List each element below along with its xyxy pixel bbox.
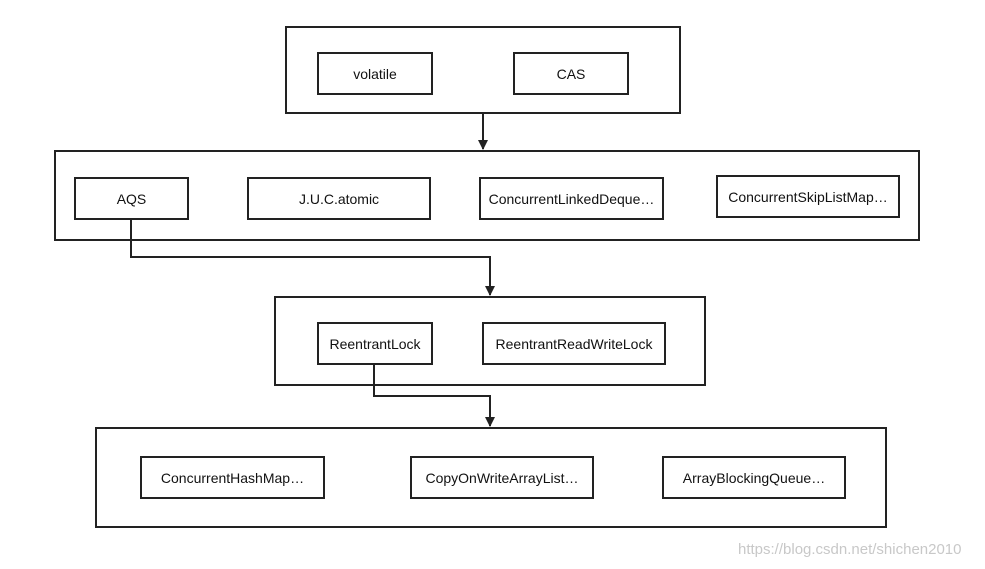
node-copy-on-write-array-list: CopyOnWriteArrayList… bbox=[410, 456, 594, 499]
node-concurrent-hash-map: ConcurrentHashMap… bbox=[140, 456, 325, 499]
node-reentrant-lock: ReentrantLock bbox=[317, 322, 433, 365]
node-aqs: AQS bbox=[74, 177, 189, 220]
node-concurrent-skip-list-map: ConcurrentSkipListMap… bbox=[716, 175, 900, 218]
edge-aqs-to-locks bbox=[130, 220, 495, 296]
node-concurrent-linked-deque: ConcurrentLinkedDeque… bbox=[479, 177, 664, 220]
node-juc-atomic: J.U.C.atomic bbox=[247, 177, 431, 220]
node-cas: CAS bbox=[513, 52, 629, 95]
node-volatile: volatile bbox=[317, 52, 433, 95]
node-array-blocking-queue: ArrayBlockingQueue… bbox=[662, 456, 846, 499]
edge-reentrant-lock-to-collections bbox=[373, 365, 495, 427]
node-reentrant-read-write-lock: ReentrantReadWriteLock bbox=[482, 322, 666, 365]
watermark-text: https://blog.csdn.net/shichen2010 bbox=[738, 541, 962, 558]
